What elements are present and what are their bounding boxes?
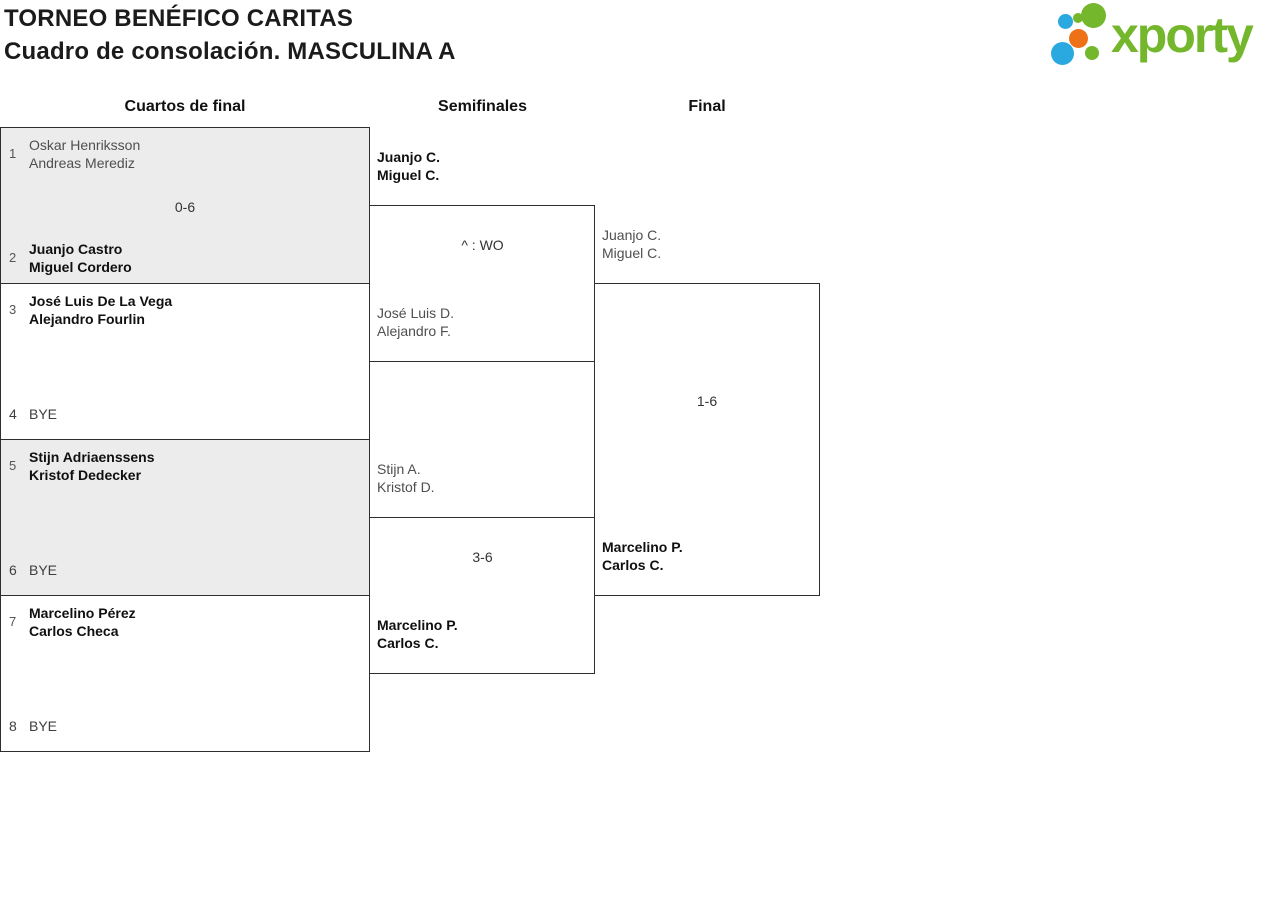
player-name: Marcelino Pérez	[29, 605, 136, 621]
seed-number: 5	[9, 458, 17, 473]
player-name: Miguel C.	[377, 167, 440, 183]
match-box-qf-3[interactable]: 5 Stijn Adriaenssens Kristof Dedecker 6 …	[0, 439, 370, 596]
seed-number: 3	[9, 302, 17, 317]
logo-dot-blue-small	[1058, 14, 1073, 29]
player-name: José Luis D.	[377, 305, 455, 321]
team-name: Stijn Adriaenssens Kristof Dedecker	[29, 448, 155, 484]
match-score: 0-6	[174, 199, 196, 215]
team-name: Marcelino Pérez Carlos Checa	[29, 604, 136, 640]
logo-dot-blue-big	[1051, 42, 1074, 65]
logo-dot-green-tiny	[1073, 13, 1083, 23]
match-score: ^ : WO	[461, 237, 504, 253]
player-name: Juanjo C.	[602, 227, 662, 243]
player-name: Juanjo C.	[377, 149, 441, 165]
player-name: Marcelino P.	[377, 617, 458, 633]
team-name: Marcelino P. Carlos C.	[602, 538, 683, 574]
player-name: Carlos Checa	[29, 623, 119, 639]
team-name: Juanjo C. Miguel C.	[377, 148, 440, 184]
column-header-final: Final	[688, 98, 726, 115]
player-name: Marcelino P.	[602, 539, 683, 555]
seed-number: 8	[9, 718, 17, 734]
player-name: Carlos C.	[377, 635, 439, 651]
match-score: 1-6	[696, 393, 718, 409]
match-box-qf-2[interactable]: 3 José Luis De La Vega Alejandro Fourlin…	[0, 283, 370, 440]
player-name: Miguel Cordero	[29, 259, 132, 275]
player-name: José Luis De La Vega	[29, 293, 173, 309]
bye-label: BYE	[29, 406, 58, 422]
player-name: Kristof D.	[377, 479, 435, 495]
seed-number: 7	[9, 614, 17, 629]
player-name: Miguel C.	[602, 245, 662, 261]
match-score: 3-6	[472, 549, 493, 565]
player-name: Juanjo Castro	[29, 241, 123, 257]
seed-number: 1	[9, 146, 17, 161]
player-name: Stijn A.	[377, 461, 421, 477]
player-name: Oskar Henriksson	[29, 137, 141, 153]
logo-dot-green-big	[1081, 3, 1106, 28]
logo-dot-orange	[1069, 29, 1088, 48]
team-name: Juanjo C. Miguel C.	[602, 226, 661, 262]
xporty-logo-text: xporty	[1111, 7, 1254, 63]
team-name: José Luis De La Vega Alejandro Fourlin	[29, 292, 172, 328]
seed-number: 6	[9, 562, 17, 578]
page-subtitle: Cuadro de consolación. MASCULINA A	[4, 38, 456, 65]
player-name: Andreas Merediz	[29, 155, 135, 171]
bye-label: BYE	[29, 718, 58, 734]
column-header-semifinales: Semifinales	[438, 98, 527, 115]
player-name: Carlos C.	[602, 557, 664, 573]
team-name: Juanjo Castro Miguel Cordero	[29, 240, 132, 276]
team-name: Marcelino P. Carlos C.	[377, 616, 458, 652]
logo-dot-green-small	[1085, 46, 1099, 60]
team-name: Stijn A. Kristof D.	[377, 460, 435, 496]
player-name: Alejandro F.	[377, 323, 451, 339]
header: TORNEO BENÉFICO CARITAS Cuadro de consol…	[4, 2, 456, 68]
page-title: TORNEO BENÉFICO CARITAS	[4, 5, 354, 32]
xporty-logo[interactable]: xporty	[1045, 0, 1280, 75]
match-box-qf-1[interactable]: 1 Oskar Henriksson Andreas Merediz 0-6 2…	[0, 127, 370, 284]
column-header-cuartos: Cuartos de final	[124, 98, 246, 115]
player-name: Alejandro Fourlin	[29, 311, 145, 327]
player-name: Kristof Dedecker	[29, 467, 142, 483]
seed-number: 2	[9, 250, 17, 265]
team-name: José Luis D. Alejandro F.	[377, 304, 454, 340]
match-box-qf-4[interactable]: 7 Marcelino Pérez Carlos Checa 8 BYE	[0, 595, 370, 752]
bye-label: BYE	[29, 562, 58, 578]
player-name: Stijn Adriaenssens	[29, 449, 155, 465]
seed-number: 4	[9, 406, 17, 422]
match-box-final[interactable]	[594, 283, 820, 596]
team-name: Oskar Henriksson Andreas Merediz	[29, 136, 140, 172]
